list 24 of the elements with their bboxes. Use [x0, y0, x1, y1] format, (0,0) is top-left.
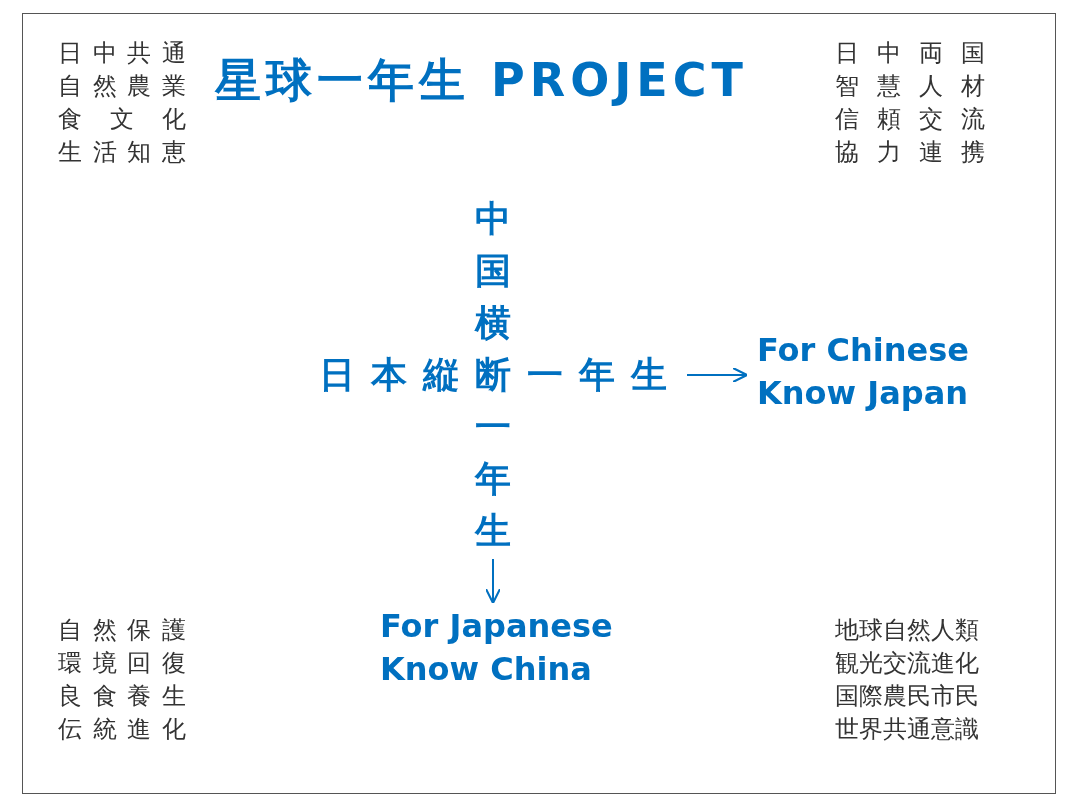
phrase-text: 中国横: [475, 197, 511, 345]
corner-text: 良食養生: [58, 681, 186, 712]
phrase-text: 一年生: [475, 405, 511, 553]
corner-text: 世界共通意識: [835, 714, 979, 745]
arrow: [484, 558, 502, 605]
corner-text: 環境回復: [58, 648, 186, 679]
caption-text: For Chinese Know Japan: [757, 329, 1047, 415]
arrow: [686, 366, 749, 384]
phrase-text: 日本縦断一年生: [319, 357, 683, 393]
title: 星球一年生 PROJECT: [215, 52, 748, 109]
corner-text: 智慧人材: [835, 71, 985, 102]
corner-text: 自然農業: [58, 71, 186, 102]
corner-text: 日中共通: [58, 38, 186, 69]
corner-text: 協力連携: [835, 137, 985, 168]
caption-text: For Japanese Know China: [380, 605, 670, 691]
corner-text: 伝統進化: [58, 714, 186, 745]
corner-text: 食文化: [58, 104, 186, 135]
corner-text: 国際農民市民: [835, 681, 979, 712]
corner-text: 信頼交流: [835, 104, 985, 135]
corner-text: 日中両国: [835, 38, 985, 69]
corner-text: 地球自然人類: [835, 615, 979, 646]
corner-text: 自然保護: [58, 615, 186, 646]
corner-text: 生活知恵: [58, 137, 186, 168]
corner-text: 観光交流進化: [835, 648, 979, 679]
